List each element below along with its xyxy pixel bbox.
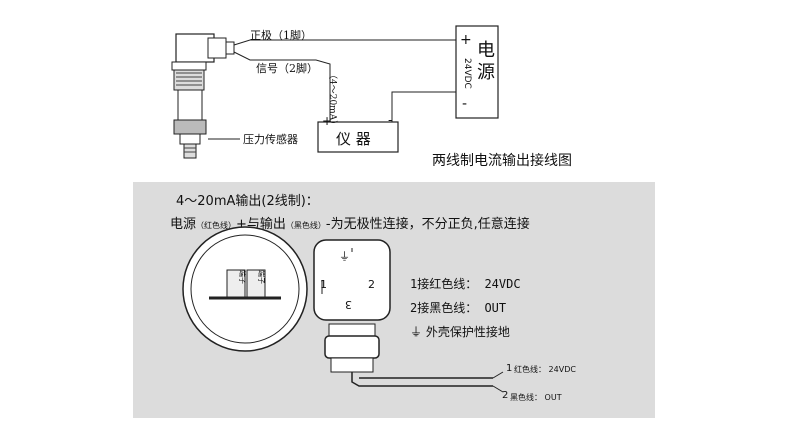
power-title: 电源 bbox=[477, 40, 495, 83]
diagram-caption: 两线制电流输出接线图 bbox=[432, 153, 572, 169]
ground-icon: ⏚ bbox=[410, 325, 423, 339]
sensor-label: 压力传感器 bbox=[243, 133, 298, 146]
wire1-number: 1 bbox=[506, 363, 513, 374]
wire2-number: 2 bbox=[502, 390, 509, 401]
desc-black-note: （黑色线） bbox=[285, 221, 326, 230]
terminal-round-view bbox=[182, 226, 308, 352]
power-plus: + bbox=[460, 32, 472, 48]
legend-ground: ⏚ 外壳保护性接地 bbox=[410, 323, 510, 340]
power-box bbox=[455, 25, 499, 119]
desc-power: 电源 bbox=[170, 217, 197, 232]
pin-ground-symbol: ⏚ bbox=[339, 250, 350, 263]
legend-pin2: 2接黑色线： OUT bbox=[410, 301, 507, 315]
power-voltage: 24VDC bbox=[462, 58, 472, 89]
terminal-left-label: 端子 bbox=[238, 270, 246, 284]
panel-illustration bbox=[182, 226, 504, 393]
legend-ground-text: 外壳保护性接地 bbox=[425, 325, 510, 339]
meter-plus: + bbox=[322, 114, 333, 128]
pin-2: 2 bbox=[368, 278, 375, 291]
wires-top bbox=[208, 39, 458, 140]
pressure-sensor bbox=[171, 33, 235, 159]
meter-label: 仪 器 bbox=[336, 130, 371, 148]
connector-plug bbox=[313, 239, 504, 393]
desc-nonpolar: -为无极性连接，不分正负,任意连接 bbox=[325, 217, 530, 232]
pin-3: 3 bbox=[345, 298, 352, 311]
pin-1: 1 bbox=[320, 278, 327, 291]
panel-heading: 4～20mA输出(2线制)： bbox=[176, 194, 319, 209]
wire-signal-label: 信号（2脚） bbox=[256, 62, 318, 75]
wire1-label: 红色线： 24VDC bbox=[514, 365, 576, 374]
meter-minus: - bbox=[388, 113, 393, 127]
desc-red-note: （红色线） bbox=[196, 221, 237, 230]
wire-positive-label: 正极（1脚） bbox=[250, 29, 312, 42]
meter-box bbox=[317, 121, 399, 153]
power-minus: - bbox=[462, 96, 468, 112]
legend-pin1: 1接红色线： 24VDC bbox=[410, 277, 521, 291]
terminal-right-label: 端子 bbox=[257, 270, 265, 284]
wire2-label: 黑色线： OUT bbox=[510, 393, 562, 402]
